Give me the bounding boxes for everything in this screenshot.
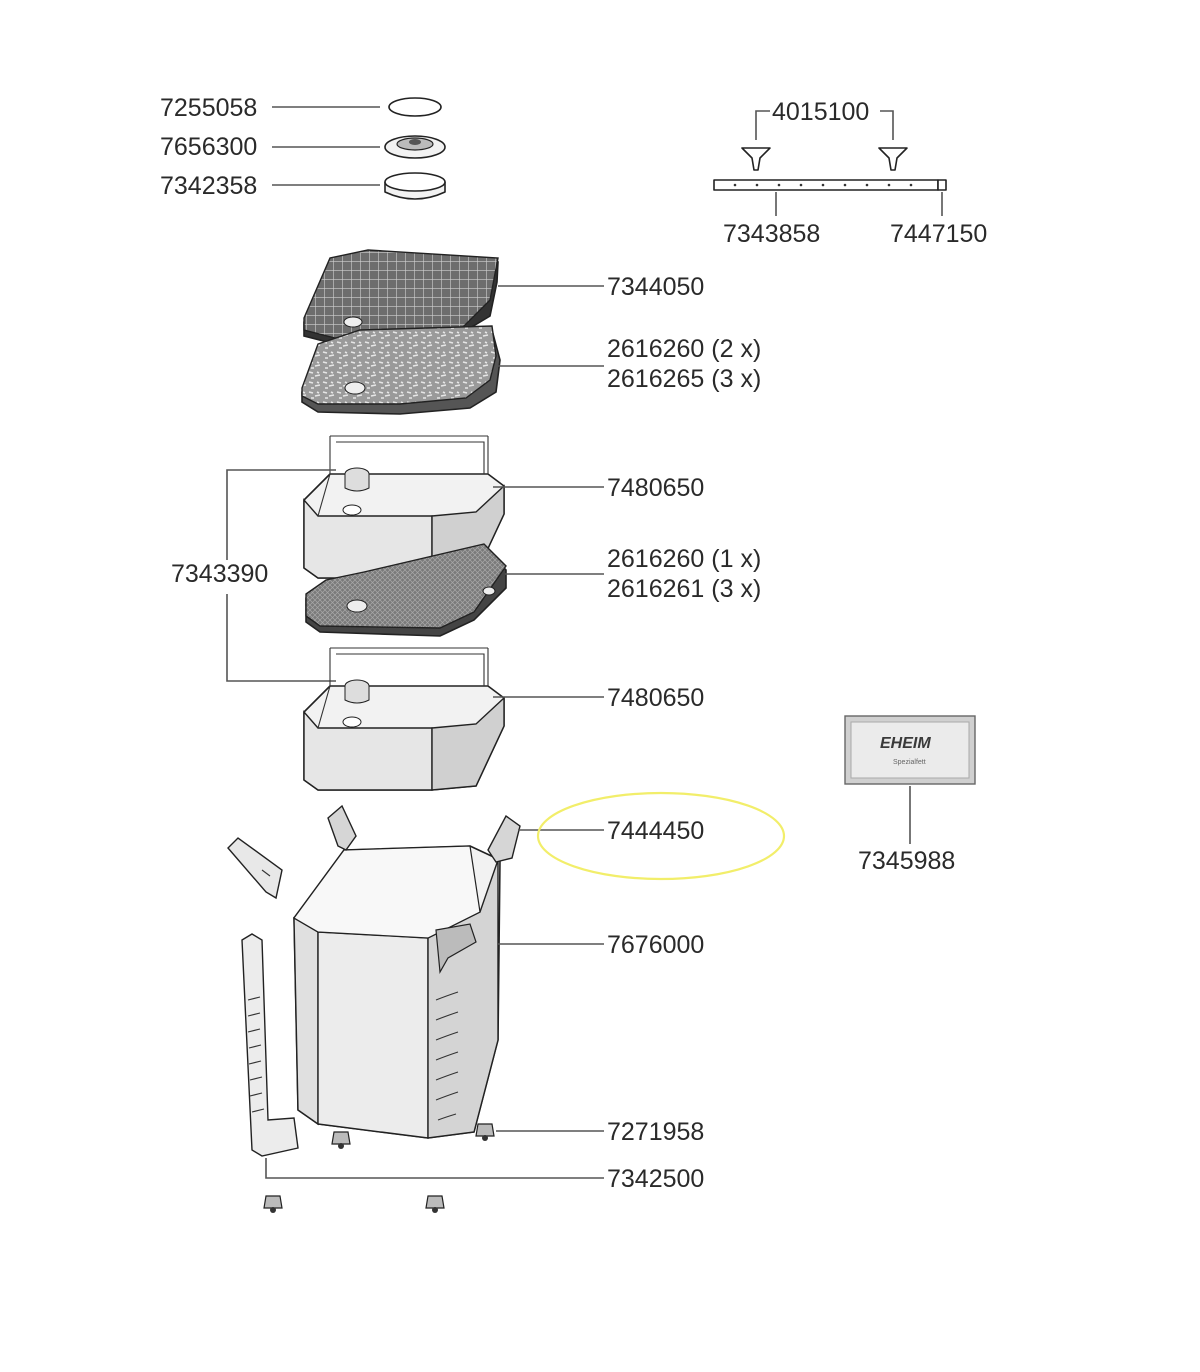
label-fine-filter-pad: 7344050: [607, 273, 704, 301]
label-filter-pad-a: 2616260 (2 x): [607, 335, 761, 363]
suction-cup-right: [878, 147, 908, 171]
gasket-ring-part: [388, 97, 442, 117]
side-handle: [241, 933, 299, 1157]
foot-right: [475, 1123, 495, 1141]
coarse-sponge: [305, 543, 507, 637]
loose-clip: [227, 837, 283, 900]
packet-subtitle: Spezialfett: [893, 759, 926, 766]
label-sponge-3x: 2616261 (3 x): [607, 575, 761, 603]
label-clip: 7444450: [607, 817, 704, 845]
label-foot: 7271958: [607, 1118, 704, 1146]
label-feet-set: 7342500: [607, 1165, 704, 1193]
clip-right: [487, 814, 521, 863]
label-valve-disc: 7656300: [160, 133, 257, 161]
label-gasket-ring: 7255058: [160, 94, 257, 122]
end-cap-part: [937, 179, 947, 191]
label-upper-basket: 7480650: [607, 474, 704, 502]
label-spray-bar: 7343858: [723, 220, 820, 248]
label-suction-cups: 4015100: [772, 98, 869, 126]
label-retaining-ring: 7342358: [160, 172, 257, 200]
label-lubricant: 7345988: [858, 847, 955, 875]
label-canister: 7676000: [607, 931, 704, 959]
foot-bottom-center: [425, 1195, 445, 1213]
lubricant-packet: EHEIM Spezialfett: [844, 715, 976, 785]
packet-brand: EHEIM: [880, 735, 931, 752]
foot-bottom-left: [263, 1195, 283, 1213]
foot-center: [331, 1131, 351, 1149]
label-basket-set: 7343390: [171, 560, 268, 588]
canister-housing: [293, 845, 501, 1139]
clip-left: [327, 804, 357, 851]
label-lower-basket: 7480650: [607, 684, 704, 712]
label-end-cap: 7447150: [890, 220, 987, 248]
suction-cup-left: [741, 147, 771, 171]
spray-bar-part: [713, 179, 939, 191]
highlight-ellipse: [536, 791, 786, 881]
label-sponge-1x: 2616260 (1 x): [607, 545, 761, 573]
retaining-ring-part: [384, 172, 446, 200]
valve-disc-part: [384, 135, 446, 159]
lower-basket: [303, 647, 505, 791]
label-filter-pad-b: 2616265 (3 x): [607, 365, 761, 393]
coarse-filter-pad: [301, 325, 501, 415]
